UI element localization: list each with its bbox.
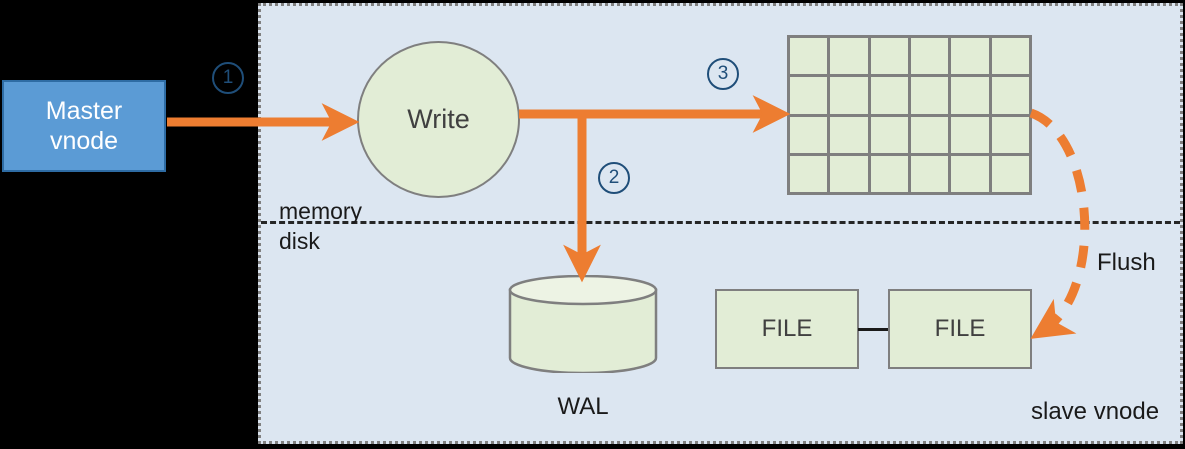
memtable-cell — [870, 38, 908, 75]
memtable-cell — [790, 77, 828, 114]
memtable-cell — [790, 155, 828, 192]
memory-disk-divider — [261, 221, 1180, 224]
step-number-3: 3 — [707, 58, 739, 90]
memtable-cell — [790, 38, 828, 75]
master-vnode-label-line1: Master — [45, 96, 123, 125]
step-number-1-text: 1 — [222, 67, 234, 88]
master-vnode-label-line2: vnode — [49, 127, 119, 155]
memtable-cell — [991, 155, 1029, 192]
memtable-cell — [951, 38, 989, 75]
master-vnode-box[interactable]: Master vnode — [2, 80, 166, 172]
memory-tier-label: memory — [279, 198, 363, 224]
memtable-cell — [951, 116, 989, 153]
memtable-cell — [910, 38, 949, 75]
memtable-cell — [951, 155, 989, 192]
step-number-2: 2 — [598, 162, 630, 194]
write-node-label: Write — [407, 104, 470, 134]
memtable-cell — [991, 77, 1029, 114]
memtable-cell — [870, 77, 908, 114]
file-box-2[interactable]: FILE — [888, 289, 1032, 369]
slave-vnode-label: slave vnode — [1031, 398, 1160, 425]
write-node[interactable]: Write — [357, 41, 520, 198]
file-box-1[interactable]: FILE — [715, 289, 859, 369]
file-box-1-label: FILE — [761, 315, 813, 342]
flush-label: Flush — [1097, 249, 1156, 276]
step-number-2-text: 2 — [608, 167, 620, 188]
disk-tier-label: disk — [279, 228, 320, 254]
step-number-1: 1 — [212, 62, 244, 94]
wal-cylinder — [508, 274, 658, 375]
memtable-grid — [787, 35, 1032, 195]
memtable-cell — [991, 116, 1029, 153]
file-box-2-label: FILE — [934, 315, 986, 342]
memtable-cell — [910, 116, 949, 153]
memtable-cell — [910, 77, 949, 114]
memtable-cell — [910, 155, 949, 192]
memtable-cell — [830, 116, 868, 153]
memtable-cell — [790, 116, 828, 153]
memtable-cell — [830, 155, 868, 192]
memtable-cell — [830, 77, 868, 114]
file-link-connector — [858, 328, 889, 331]
wal-label: WAL — [557, 393, 609, 420]
memtable-cell — [870, 155, 908, 192]
memtable-cell — [830, 38, 868, 75]
wal-cylinder-shape — [508, 274, 658, 375]
memtable-cell — [991, 38, 1029, 75]
memtable-cell — [870, 116, 908, 153]
memtable-cell — [951, 77, 989, 114]
step-number-3-text: 3 — [717, 63, 729, 84]
